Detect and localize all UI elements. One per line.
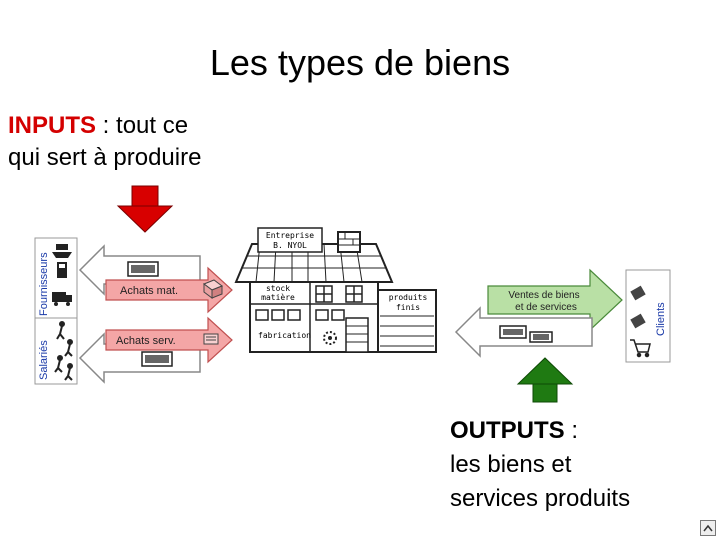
ship-icon xyxy=(52,244,72,258)
inputs-keyword: INPUTS xyxy=(8,112,97,139)
stock-label-line2: matière xyxy=(261,292,295,302)
gear-icon xyxy=(323,331,337,345)
box-icon xyxy=(202,279,224,299)
factory-windows xyxy=(255,285,363,321)
achats-serv-arrow: Achats serv. xyxy=(105,316,233,364)
money-icon xyxy=(499,325,553,343)
output-up-arrow xyxy=(516,357,574,403)
ventes-label: Ventes de biens xyxy=(508,290,579,301)
shopping-cart-icon xyxy=(630,339,651,358)
inputs-label: INPUTS : tout ce qui sert à produire xyxy=(8,110,201,174)
factory-building: Entreprise B. NYOL stock matière fabrica… xyxy=(234,227,437,353)
money-icon xyxy=(127,261,159,277)
entreprise-label: Entreprise xyxy=(266,231,314,240)
money-icon xyxy=(141,351,173,367)
entreprise-name: B. NYOL xyxy=(273,241,307,250)
chevron-icon xyxy=(703,524,713,532)
fabrication-label: fabrication xyxy=(258,331,311,340)
hand-money-icon xyxy=(630,285,646,329)
truck-icon xyxy=(52,292,72,306)
outputs-keyword: OUTPUTS xyxy=(450,417,565,444)
outputs-text-line3: services produits xyxy=(450,485,631,512)
produits-label: produits xyxy=(389,293,428,302)
inputs-text-line2: qui sert à produire xyxy=(8,144,202,171)
outputs-text-line2: les biens et xyxy=(450,451,572,478)
inputs-text: : tout ce xyxy=(96,112,189,139)
salaries-label: Salariés xyxy=(38,340,50,380)
outputs-label: OUTPUTS : les biens et services produits xyxy=(450,414,630,516)
achats-mat-label: Achats mat. xyxy=(120,285,178,297)
input-down-arrow xyxy=(116,185,174,233)
page-title: Les types de biens xyxy=(209,42,511,83)
ventes-label-line2: et de services xyxy=(515,302,577,313)
suppliers-panel: Fournisseurs Salariés xyxy=(34,237,78,385)
money-arrow-clients xyxy=(454,306,593,358)
ventes-arrow: Ventes de biens et de services xyxy=(487,268,623,332)
outputs-text: : xyxy=(564,417,579,444)
worker-icon xyxy=(54,321,73,381)
next-slide-icon[interactable] xyxy=(700,520,716,536)
pump-icon xyxy=(57,262,67,278)
fournisseurs-label: Fournisseurs xyxy=(38,252,50,316)
service-icon xyxy=(203,333,219,345)
stock-label: stock xyxy=(266,284,290,293)
clients-panel: Clients xyxy=(625,269,671,363)
clients-label: Clients xyxy=(655,302,667,336)
achats-mat-arrow: Achats mat. xyxy=(105,266,233,314)
achats-serv-label: Achats serv. xyxy=(116,335,176,347)
produits-label-line2: finis xyxy=(396,303,420,312)
